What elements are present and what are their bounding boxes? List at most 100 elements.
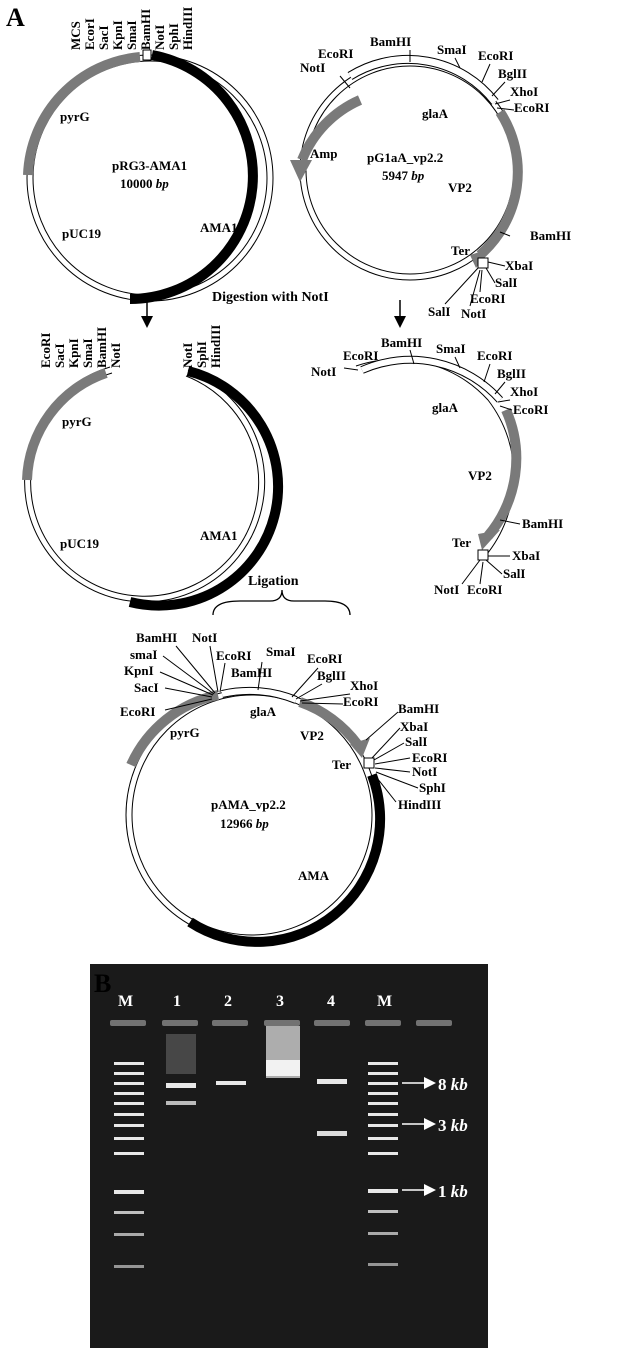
feature-pyrg: pyrG — [62, 414, 92, 429]
step-ligation: Ligation — [248, 574, 299, 589]
site-noti: NotI — [311, 364, 336, 379]
site-saci: SacI — [52, 343, 67, 368]
bottom-site-labels: BamHI XbaI SalI EcoRI NotI SalI — [428, 228, 571, 321]
site-ecori-3: EcoRI — [514, 100, 549, 115]
pyrg-arc — [22, 368, 108, 481]
left-site-labels: EcoRI SacI KpnI SmaI BamHI NotI — [38, 327, 123, 368]
plasmid-name: pG1aA_vp2.2 — [367, 150, 443, 165]
marker-3kb: 3 kb — [438, 1116, 468, 1135]
glaa-arc-fill — [221, 687, 298, 703]
ladder-band — [114, 1265, 144, 1268]
feature-pyrg: pyrG — [170, 725, 200, 740]
backbone-ring-inner — [131, 694, 373, 936]
ladder-band — [368, 1232, 398, 1235]
site-bamhi: BamHI — [398, 701, 439, 716]
site-noti: NotI — [300, 60, 325, 75]
site-xhoi: XhoI — [510, 84, 538, 99]
site-mcs: MCS — [68, 21, 83, 50]
vp2-arrowhead — [350, 738, 370, 758]
top-site-labels: NotI EcoRI BamHI SmaI EcoRI BglII XhoI E… — [192, 630, 378, 709]
site-kpni: KpnI — [124, 663, 154, 678]
feature-ter: Ter — [451, 243, 470, 258]
feature-vp2: VP2 — [468, 468, 492, 483]
lane-label-2: 2 — [224, 993, 232, 1010]
ama-arc — [187, 773, 386, 947]
plasmid-pama-vp2: pyrG glaA VP2 Ter AMA pAMA_vp2.2 12966 b… — [120, 630, 447, 947]
plasmid-name: pAMA_vp2.2 — [211, 797, 286, 812]
site-bamhi: BamHI — [136, 630, 177, 645]
well — [212, 1020, 248, 1026]
site-smai: SmaI — [124, 20, 139, 50]
size-arrows — [402, 1077, 436, 1196]
marker-1kb: 1 kb — [438, 1182, 468, 1201]
site-sali: SalI — [495, 275, 517, 290]
site-noti: NotI — [412, 764, 437, 779]
ladder-band — [368, 1102, 398, 1105]
feature-puc19: pUC19 — [60, 536, 100, 551]
ama1-arc — [128, 366, 284, 611]
site-ecori: EcoRI — [38, 333, 53, 368]
lane-2 — [216, 1081, 246, 1085]
ladder-band — [368, 1062, 398, 1065]
lane-label-3: 3 — [276, 993, 284, 1010]
ladder-band — [368, 1072, 398, 1075]
feature-amp: Amp — [310, 146, 337, 161]
panel-b: B M 1 2 3 4 M — [90, 964, 488, 1348]
site-xbai: XbaI — [505, 258, 533, 273]
ladder-band — [114, 1062, 144, 1065]
left-site-labels: BamHI smaI KpnI SacI EcoRI — [120, 630, 177, 719]
site-ecori-2: EcoRI — [477, 348, 512, 363]
site-xbai: XbaI — [400, 719, 428, 734]
ladder-band — [114, 1211, 144, 1214]
pyrg-arc — [126, 690, 220, 768]
top-site-lines — [209, 645, 351, 705]
size-labels: 8 kb 3 kb 1 kb — [438, 1075, 468, 1201]
plasmid-name: pRG3-AMA1 — [112, 158, 187, 173]
well — [365, 1020, 401, 1026]
amp-arc — [297, 95, 363, 162]
pyrg-arc — [23, 52, 141, 176]
ladder-band — [368, 1124, 398, 1127]
site-noti: NotI — [180, 343, 195, 368]
plasmid-size: 10000 bp — [120, 176, 169, 191]
marker-ladder-right — [368, 1062, 398, 1266]
lane-1 — [166, 1034, 196, 1105]
plasmid-pg1aa-vp2: glaA Amp VP2 Ter pG1aA_vp2.2 5947 bp Not… — [290, 34, 571, 321]
ladder-band — [114, 1092, 144, 1095]
plasmid-size: 12966 bp — [220, 816, 269, 831]
ladder-band — [368, 1152, 398, 1155]
wells — [110, 1020, 452, 1026]
site-noti: NotI — [152, 25, 167, 50]
feature-pyrg: pyrG — [60, 109, 90, 124]
feature-ama1: AMA1 — [200, 528, 238, 543]
site-hindiii: HindIII — [398, 797, 441, 812]
site-saci: SacI — [96, 25, 111, 50]
site-hindiii: HindIII — [180, 7, 195, 50]
site-xbai: XbaI — [512, 548, 540, 563]
site-ecori-2: EcoRI — [307, 651, 342, 666]
lane-4 — [317, 1079, 347, 1136]
ama1-arc — [129, 50, 258, 304]
site-xhoi: XhoI — [510, 384, 538, 399]
ladder-band — [114, 1152, 144, 1155]
lane-label-4: 4 — [327, 993, 335, 1010]
feature-glaa: glaA — [432, 400, 459, 415]
lane-smear — [166, 1034, 196, 1074]
site-ecori: EcoRI — [120, 704, 155, 719]
well — [162, 1020, 198, 1026]
digested-backbone: pyrG AMA1 pUC19 EcoRI SacI KpnI SmaI Bam… — [22, 325, 284, 611]
band — [216, 1081, 246, 1085]
plasmid-prg3-ama1: pyrG AMA1 pUC19 pRG3-AMA1 10000 bp MCS E… — [23, 7, 274, 304]
ladder-band — [368, 1092, 398, 1095]
top-site-labels: NotI EcoRI BamHI SmaI EcoRI BglII XhoI E… — [311, 335, 548, 417]
panel-a-letter: A — [6, 3, 25, 32]
site-smai: SmaI — [266, 644, 296, 659]
top-site-labels: NotI EcoRI BamHI SmaI EcoRI BglII XhoI E… — [300, 34, 549, 115]
mcs-site-labels: MCS EcorI SacI KpnI SmaI BamHI NotI SphI… — [68, 7, 195, 50]
right-site-labels: BamHI XbaI SalI EcoRI NotI SphI HindIII — [398, 701, 447, 812]
site-noti: NotI — [461, 306, 486, 321]
glaa-arc-fill — [360, 356, 503, 402]
site-ecori-3: EcoRI — [343, 694, 378, 709]
ladder-band — [114, 1102, 144, 1105]
feature-ama1: AMA1 — [200, 220, 238, 235]
